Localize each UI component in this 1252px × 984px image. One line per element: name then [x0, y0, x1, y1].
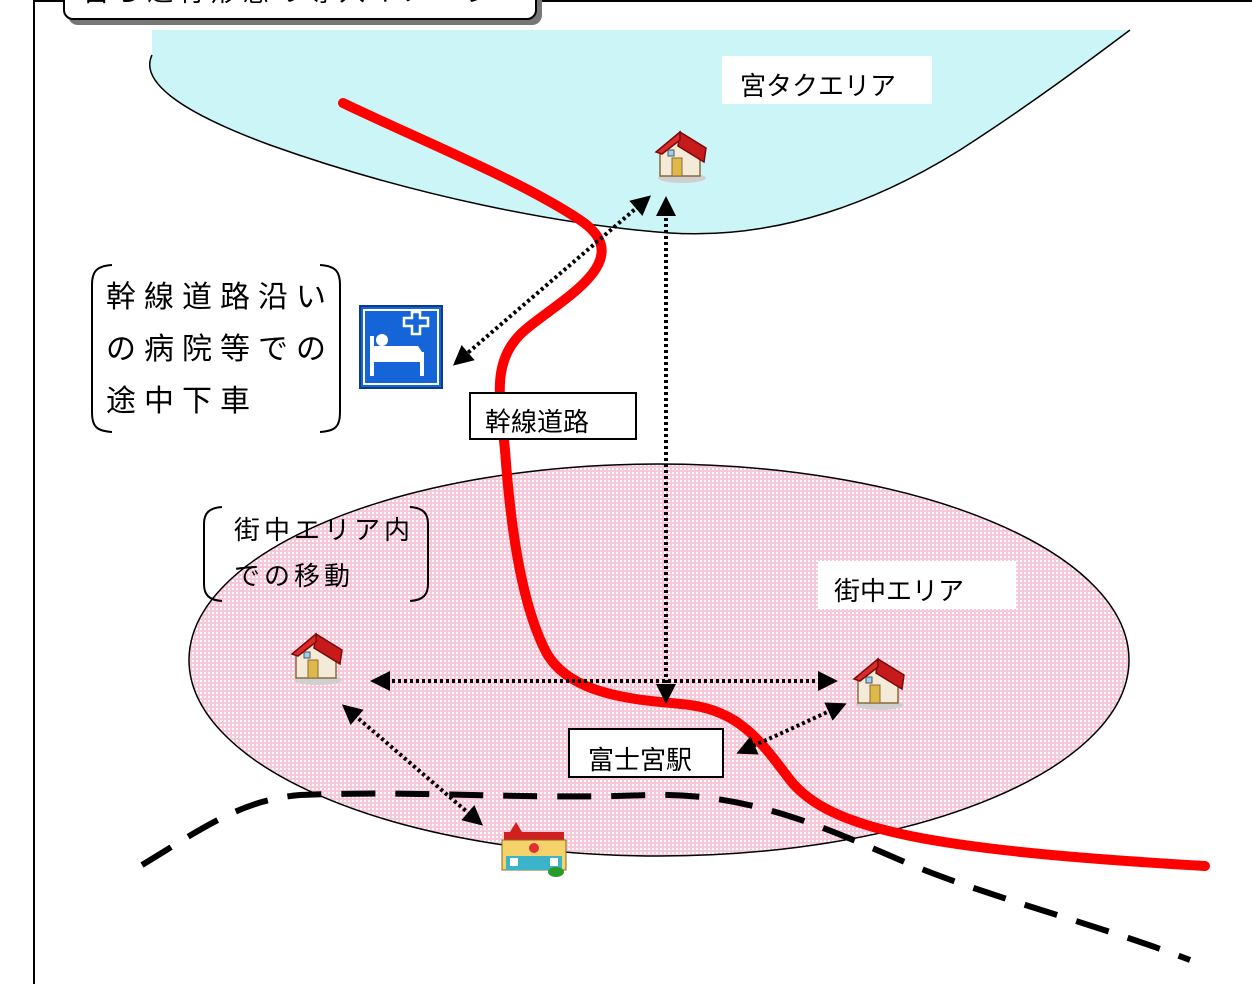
brace-left	[91, 264, 113, 433]
diagram-title: 自ら運行形態の導入イメージ	[83, 0, 498, 9]
trunk-road-label-text: 幹線道路	[485, 408, 590, 438]
intra-area-note-line: での移動	[234, 562, 355, 592]
diagram-frame: 自ら運行形態の導入イメージ	[33, 0, 1252, 984]
hospital-stop-note: 幹線道路沿い の病院等での 途中下車	[106, 272, 334, 428]
arrow-taxi-to-hospital	[452, 195, 652, 366]
hospital-bed-sign-icon	[359, 305, 443, 389]
taxi-area-label-text: 宮タクエリア	[740, 72, 897, 102]
hospital-stop-note-line: 途中下車	[106, 384, 258, 419]
machinaka-area-label-text: 街中エリア	[834, 577, 965, 607]
station-label: 富士宮駅	[568, 728, 724, 778]
hospital-stop-note-line: 幹線道路沿い	[106, 280, 334, 315]
brace-left	[203, 506, 223, 602]
brace-right	[409, 506, 429, 602]
taxi-area-shape	[149, 30, 1130, 234]
intra-area-note-line: 街中エリア内	[234, 516, 415, 546]
trunk-road-label: 幹線道路	[469, 392, 637, 440]
station-label-text: 富士宮駅	[588, 746, 693, 776]
arrow-house-to-station	[736, 702, 847, 755]
hospital-stop-note-line: の病院等での	[106, 332, 334, 367]
taxi-area-label: 宮タクエリア	[722, 56, 932, 104]
railway-line	[140, 790, 1192, 963]
brace-right	[319, 264, 341, 433]
title-box: 自ら運行形態の導入イメージ	[63, 0, 537, 20]
intra-area-note: 街中エリア内 での移動	[234, 508, 414, 600]
machinaka-area-label: 街中エリア	[818, 561, 1016, 609]
station-building-icon	[501, 822, 567, 877]
